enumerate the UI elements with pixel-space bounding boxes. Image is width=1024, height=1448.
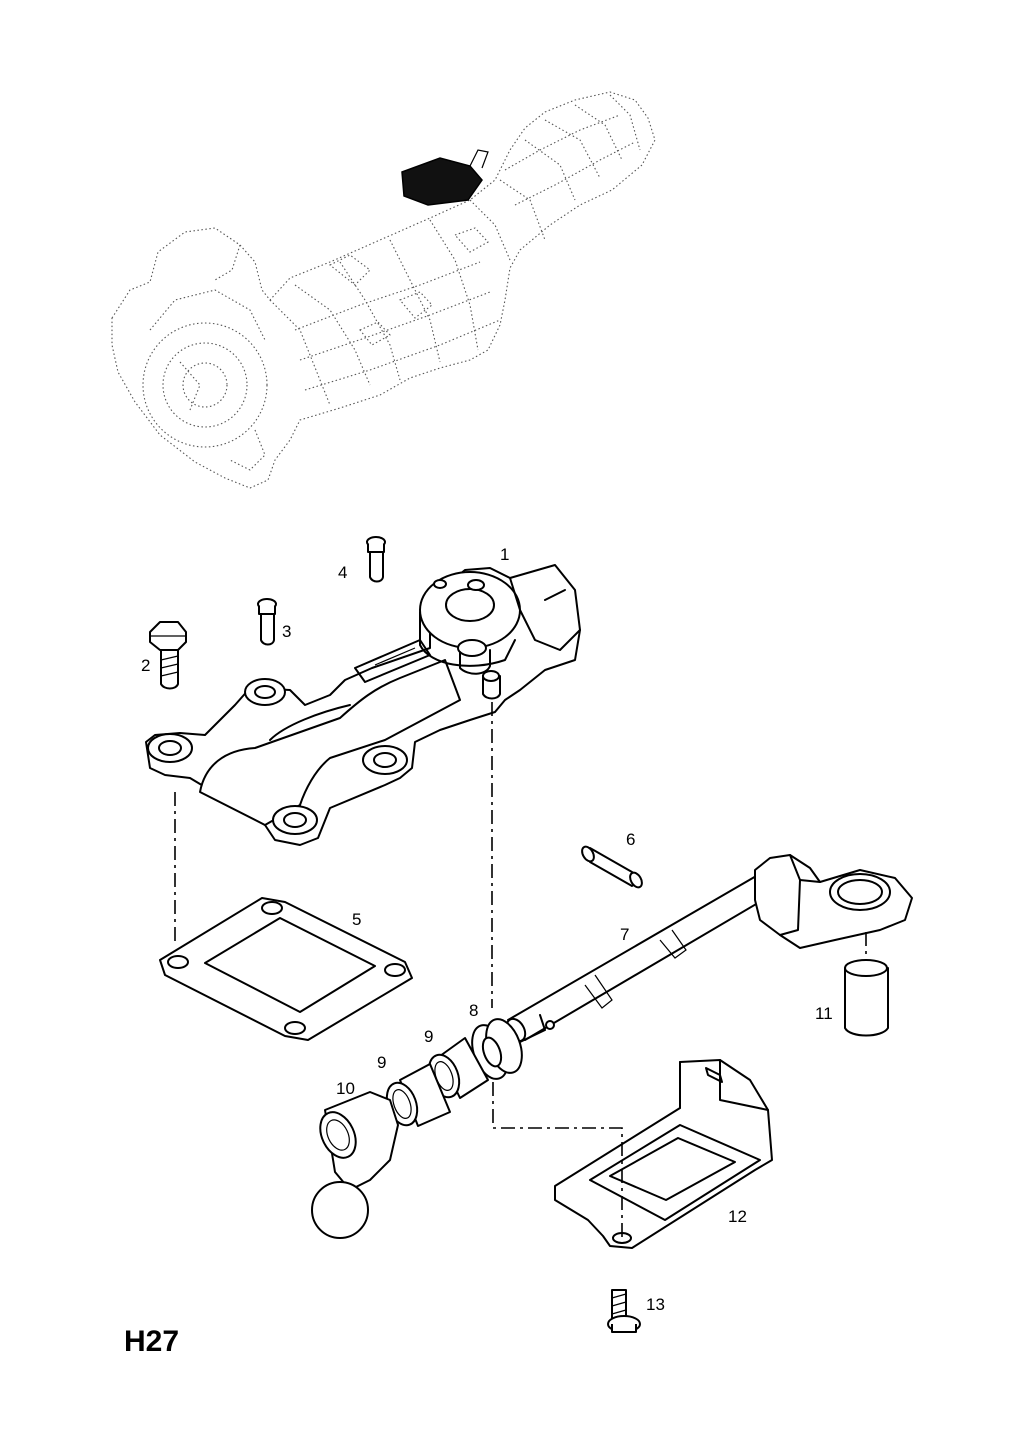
alignment-lines [174, 702, 867, 1238]
callout-8: 8 [469, 1001, 478, 1020]
callout-6: 6 [626, 830, 635, 849]
flange-bolt [607, 1289, 641, 1333]
cap [844, 959, 889, 1037]
callout-4: 4 [338, 563, 347, 582]
page-code: H27 [124, 1325, 179, 1358]
callout-3: 3 [282, 622, 291, 641]
callout-9a: 9 [424, 1027, 433, 1046]
callout-2: 2 [141, 656, 150, 675]
shift-lever [311, 1091, 399, 1239]
transmission-overview [111, 91, 656, 489]
callout-12: 12 [728, 1207, 747, 1226]
stud-bolt [257, 598, 277, 646]
callout-1: 1 [500, 545, 509, 564]
gasket [159, 897, 413, 1041]
stud-bolt-upper [366, 536, 386, 583]
callout-7: 7 [620, 925, 629, 944]
callout-9b: 9 [377, 1053, 386, 1072]
shift-shaft [505, 854, 913, 1043]
callout-10: 10 [336, 1079, 355, 1098]
roll-pin [581, 845, 643, 889]
callout-11: 11 [815, 1004, 833, 1023]
hex-bolt [149, 621, 187, 690]
callout-13: 13 [646, 1295, 665, 1314]
shift-housing [145, 564, 581, 846]
cover-plate [554, 1059, 773, 1249]
control-module-highlight [401, 157, 483, 206]
callout-5: 5 [352, 910, 361, 929]
